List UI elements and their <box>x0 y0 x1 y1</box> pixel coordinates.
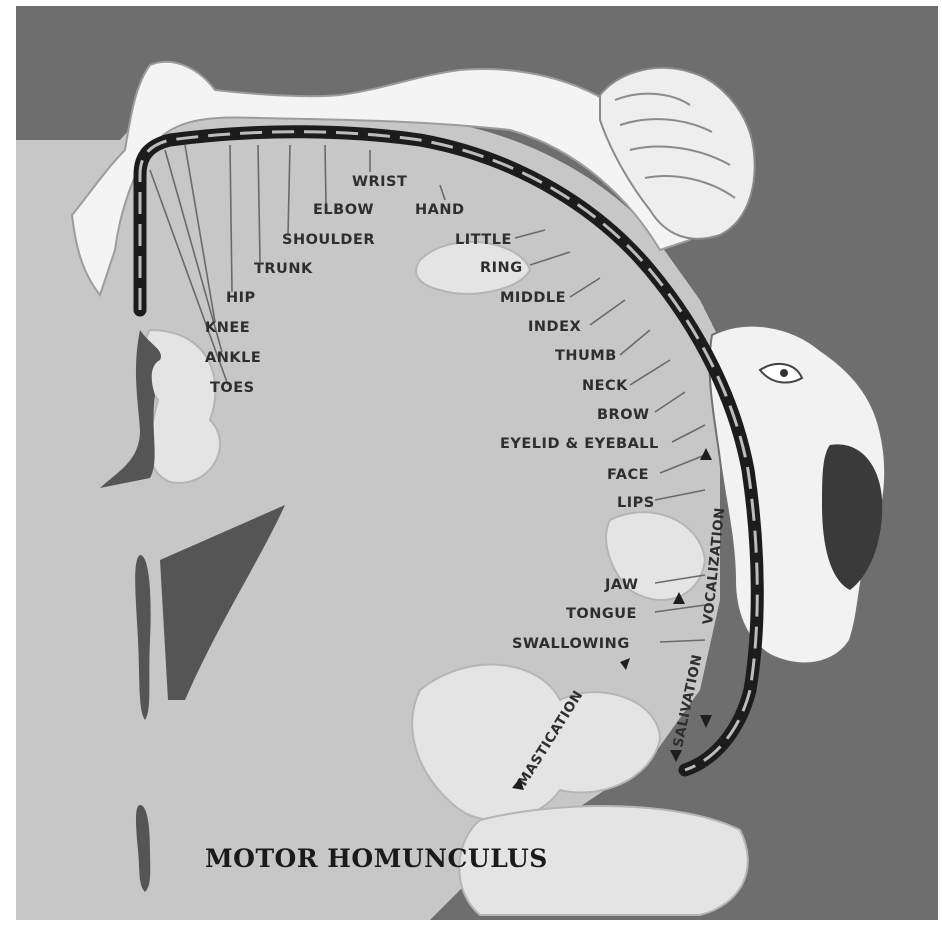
label-index: INDEX <box>528 319 581 335</box>
label-ring: RING <box>480 260 523 276</box>
label-wrist: WRIST <box>352 174 407 190</box>
label-jaw: JAW <box>604 577 638 593</box>
label-neck: NECK <box>582 378 628 394</box>
label-knee: KNEE <box>205 320 250 336</box>
label-trunk: TRUNK <box>254 261 313 277</box>
label-toes: TOES <box>210 380 255 396</box>
label-elbow: ELBOW <box>313 202 374 218</box>
label-eyelid-eyeball: EYELID & EYEBALL <box>500 436 659 452</box>
label-little: LITTLE <box>455 232 512 248</box>
label-face: FACE <box>607 467 649 483</box>
label-lips: LIPS <box>617 495 655 511</box>
label-tongue: TONGUE <box>566 606 637 622</box>
label-hand: HAND <box>415 202 465 218</box>
label-ankle: ANKLE <box>205 350 261 366</box>
label-middle: MIDDLE <box>500 290 566 306</box>
label-brow: BROW <box>597 407 650 423</box>
label-swallowing: SWALLOWING <box>512 636 630 652</box>
pupil <box>780 369 788 377</box>
label-shoulder: SHOULDER <box>282 232 375 248</box>
label-hip: HIP <box>226 290 256 306</box>
diagram-title: MOTOR HOMUNCULUS <box>205 844 548 873</box>
label-thumb: THUMB <box>555 348 617 364</box>
